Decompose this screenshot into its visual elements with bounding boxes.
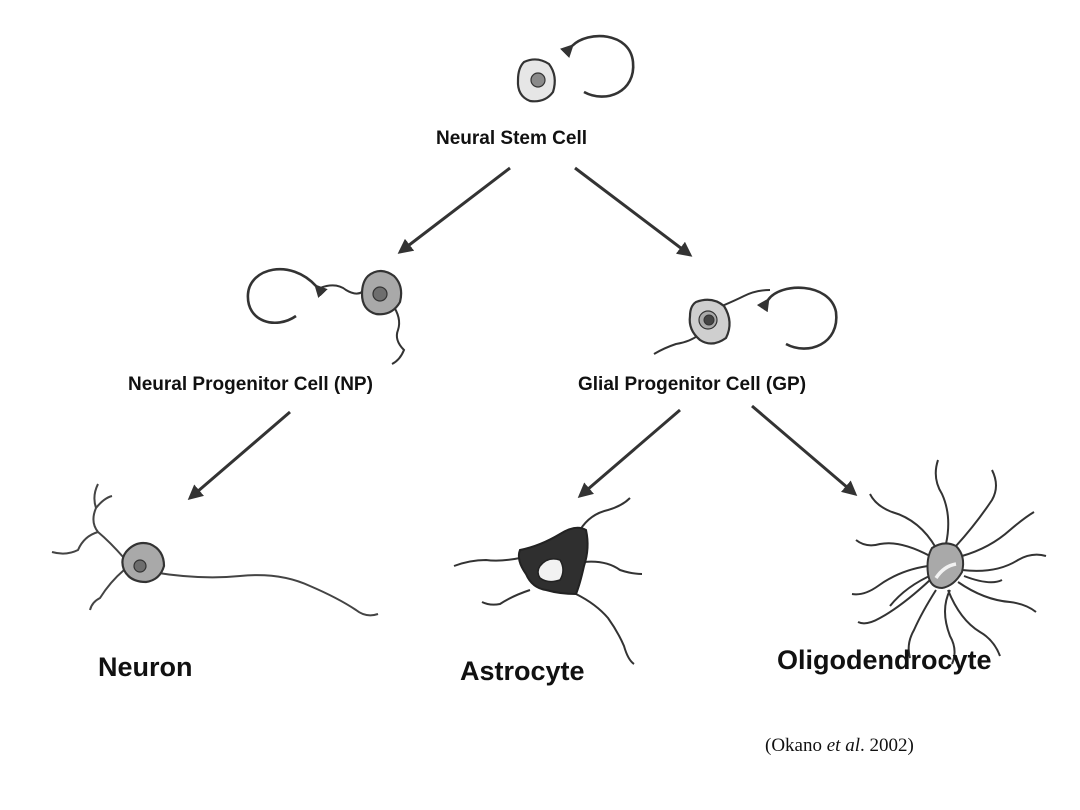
label-oligodendrocyte: Oligodendrocyte: [777, 645, 992, 675]
arrow-stem-to-np: [397, 166, 511, 254]
label-neural-stem-cell: Neural Stem Cell: [436, 128, 587, 149]
astrocyte-icon: [453, 497, 643, 665]
citation-close: . 2002): [859, 735, 914, 756]
oligodendrocyte-icon: [851, 459, 1047, 665]
arrow-gp-to-astrocyte: [577, 408, 681, 498]
glial-progenitor-self-renewal-icon: [756, 286, 838, 350]
citation: (Okano et al. 2002): [765, 735, 914, 757]
arrow-np-to-neuron: [187, 410, 291, 500]
stem-self-renewal-icon: [560, 34, 635, 98]
label-neuron: Neuron: [98, 652, 193, 682]
neuron-icon: [51, 483, 379, 617]
arrow-stem-to-gp: [574, 166, 693, 257]
arrow-gp-to-oligodendrocyte: [751, 404, 858, 496]
label-astrocyte: Astrocyte: [460, 656, 585, 686]
glial-progenitor-cell-icon: [653, 289, 771, 355]
neural-stem-cell-icon: [516, 58, 556, 103]
citation-etal: et al: [826, 735, 860, 756]
citation-open: (Okano: [765, 735, 827, 756]
neural-progenitor-self-renewal-icon: [246, 268, 328, 325]
neural-progenitor-cell-icon: [319, 269, 406, 365]
label-neural-progenitor-cell: Neural Progenitor Cell (NP): [128, 374, 373, 395]
label-glial-progenitor-cell: Glial Progenitor Cell (GP): [578, 374, 807, 395]
